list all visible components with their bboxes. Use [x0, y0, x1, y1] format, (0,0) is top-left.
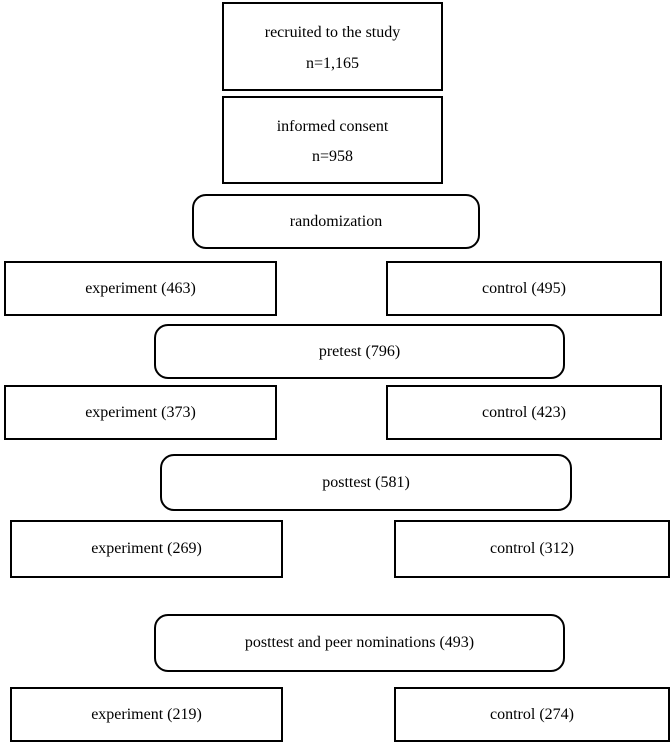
posttest-peer-box: posttest and peer nominations (493): [154, 614, 565, 672]
control-stage2-label: control (423): [482, 403, 566, 421]
experiment-stage3-label: experiment (269): [91, 540, 202, 557]
experiment-stage1-label: experiment (463): [85, 279, 196, 297]
control-stage3-label: control (312): [490, 540, 574, 557]
control-stage3-box: control (312): [394, 520, 670, 578]
consent-label: informed consent: [276, 118, 389, 135]
consent-box: informed consent n=958: [222, 96, 443, 184]
recruited-label: recruited to the study: [264, 24, 401, 42]
experiment-stage2-box: experiment (373): [4, 385, 277, 440]
posttest-box: posttest (581): [160, 454, 572, 511]
control-stage2-box: control (423): [386, 385, 662, 440]
control-stage1-label: control (495): [482, 279, 566, 297]
experiment-stage4-box: experiment (219): [10, 687, 283, 742]
recruited-count: n=1,165: [305, 54, 360, 72]
control-stage1-box: control (495): [386, 261, 662, 316]
randomization-label: randomization: [289, 212, 383, 230]
experiment-stage3-box: experiment (269): [10, 520, 283, 578]
experiment-stage2-label: experiment (373): [85, 403, 196, 421]
posttest-label: posttest (581): [322, 473, 410, 491]
control-stage4-box: control (274): [394, 687, 670, 742]
control-stage4-label: control (274): [490, 705, 574, 723]
experiment-stage4-label: experiment (219): [91, 705, 202, 723]
posttest-peer-label: posttest and peer nominations (493): [244, 634, 475, 651]
pretest-box: pretest (796): [154, 324, 565, 379]
pretest-label: pretest (796): [318, 342, 401, 360]
randomization-box: randomization: [192, 194, 480, 249]
consent-count: n=958: [311, 148, 354, 165]
experiment-stage1-box: experiment (463): [4, 261, 277, 316]
recruited-box: recruited to the study n=1,165: [222, 2, 443, 91]
